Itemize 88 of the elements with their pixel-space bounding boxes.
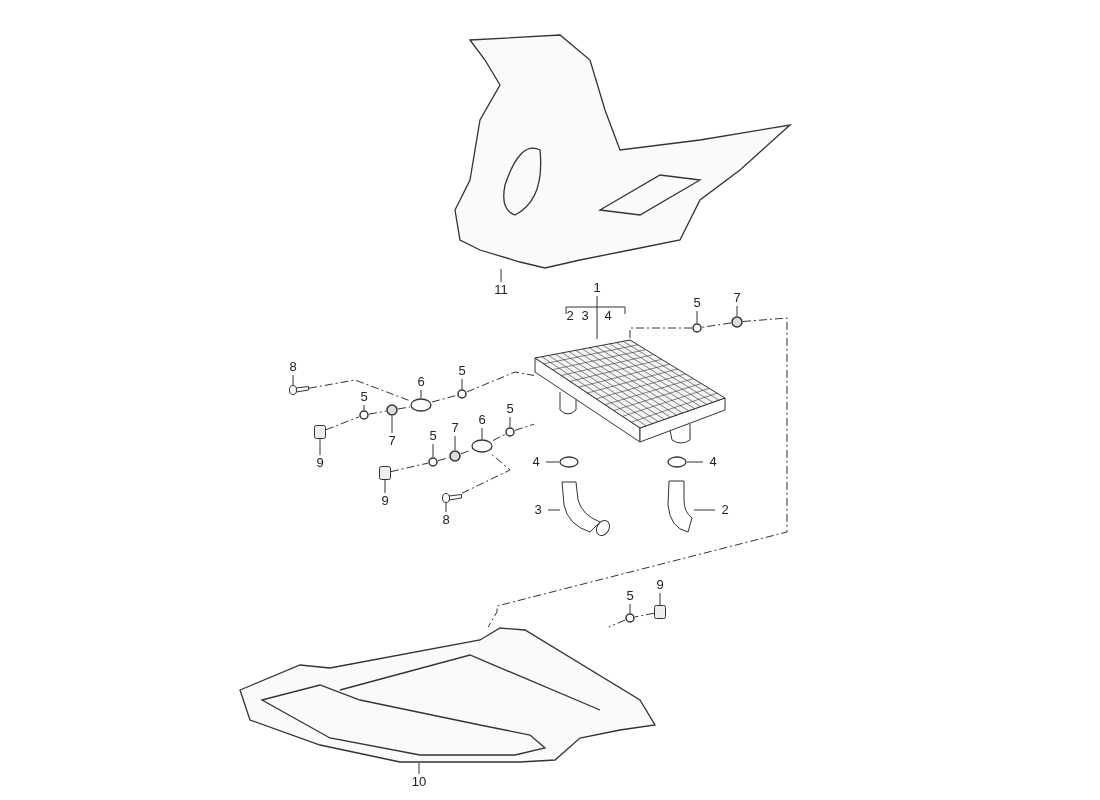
assembly-line xyxy=(325,416,360,431)
assembly-line xyxy=(308,379,411,402)
assembly-line xyxy=(397,406,411,410)
assembly-line xyxy=(390,462,429,473)
callout-number: 5 xyxy=(687,295,707,311)
leader-line xyxy=(686,461,704,463)
callout-number: 1 xyxy=(587,280,607,296)
clip-nut-icon xyxy=(379,466,391,480)
leader-line xyxy=(736,305,738,317)
washer-icon xyxy=(457,389,467,399)
washer-icon xyxy=(625,613,635,623)
leader-line xyxy=(432,443,434,458)
callout-number: 3 xyxy=(580,308,590,324)
leader-line xyxy=(500,268,502,283)
leader-line xyxy=(545,461,560,463)
callout-number: 5 xyxy=(452,363,472,379)
bolt-icon xyxy=(289,385,309,395)
intercooler-drawing xyxy=(534,339,726,447)
assembly-line xyxy=(629,327,693,340)
leader-line xyxy=(445,502,447,513)
leader-line xyxy=(420,389,422,399)
mounting-bracket-icon xyxy=(410,398,432,412)
leader-line xyxy=(693,509,716,511)
nut-icon xyxy=(449,450,461,462)
bolt-icon xyxy=(442,493,462,503)
washer-icon xyxy=(359,410,369,420)
assembly-line xyxy=(514,423,535,431)
air-shroud-drawing xyxy=(454,34,791,269)
assembly-line xyxy=(466,371,535,393)
assembly-line xyxy=(431,394,458,403)
assembly-line xyxy=(634,612,655,618)
leader-line xyxy=(384,479,386,494)
callout-number: 4 xyxy=(603,308,613,324)
hose-drawing xyxy=(666,479,694,534)
callout-number: 7 xyxy=(445,420,465,436)
callout-number: 9 xyxy=(375,493,395,509)
callout-number: 8 xyxy=(283,359,303,375)
leader-line xyxy=(454,435,456,451)
leader-line xyxy=(292,374,294,386)
assembly-line xyxy=(608,619,626,628)
leader-line xyxy=(461,378,463,390)
washer-icon xyxy=(505,427,515,437)
assembly-line xyxy=(368,410,387,415)
assembly-line xyxy=(492,434,506,441)
hose-clamp-icon xyxy=(559,456,579,468)
callout-number: 10 xyxy=(409,774,429,790)
callout-number: 11 xyxy=(491,282,511,298)
leader-line xyxy=(481,427,483,440)
leader-line xyxy=(363,404,365,411)
callout-number: 5 xyxy=(500,401,520,417)
callout-number: 9 xyxy=(650,577,670,593)
callout-number: 5 xyxy=(423,428,443,444)
callout-number: 5 xyxy=(620,588,640,604)
air-duct-drawing xyxy=(239,627,656,763)
leader-line xyxy=(629,603,631,614)
assembly-line xyxy=(487,317,788,628)
assembly-line xyxy=(701,322,732,328)
leader-line xyxy=(547,509,561,511)
washer-icon xyxy=(692,323,702,333)
callout-number: 7 xyxy=(382,433,402,449)
callout-number: 3 xyxy=(528,502,548,518)
callout-number: 8 xyxy=(436,512,456,528)
leader-line xyxy=(659,592,661,606)
washer-icon xyxy=(428,457,438,467)
leader-line xyxy=(696,310,698,324)
callout-number: 2 xyxy=(715,502,735,518)
callout-number: 7 xyxy=(727,290,747,306)
clip-nut-icon xyxy=(654,605,666,619)
callout-number: 4 xyxy=(526,454,546,470)
leader-line xyxy=(509,416,511,428)
mounting-bracket-icon xyxy=(471,439,493,453)
leader-line xyxy=(418,762,420,775)
assembly-line xyxy=(460,449,472,455)
leader-line xyxy=(391,415,393,434)
nut-icon xyxy=(731,316,743,328)
callout-number: 6 xyxy=(411,374,431,390)
leader-line xyxy=(596,295,598,340)
hose-clamp-icon xyxy=(667,456,687,468)
hose-drawing xyxy=(560,480,612,538)
callout-number: 2 xyxy=(565,308,575,324)
callout-number: 5 xyxy=(354,389,374,405)
callout-number: 9 xyxy=(310,455,330,471)
assembly-line xyxy=(461,452,511,494)
leader-line xyxy=(319,438,321,456)
clip-nut-icon xyxy=(314,425,326,439)
callout-number: 6 xyxy=(472,412,492,428)
nut-icon xyxy=(386,404,398,416)
callout-number: 4 xyxy=(703,454,723,470)
